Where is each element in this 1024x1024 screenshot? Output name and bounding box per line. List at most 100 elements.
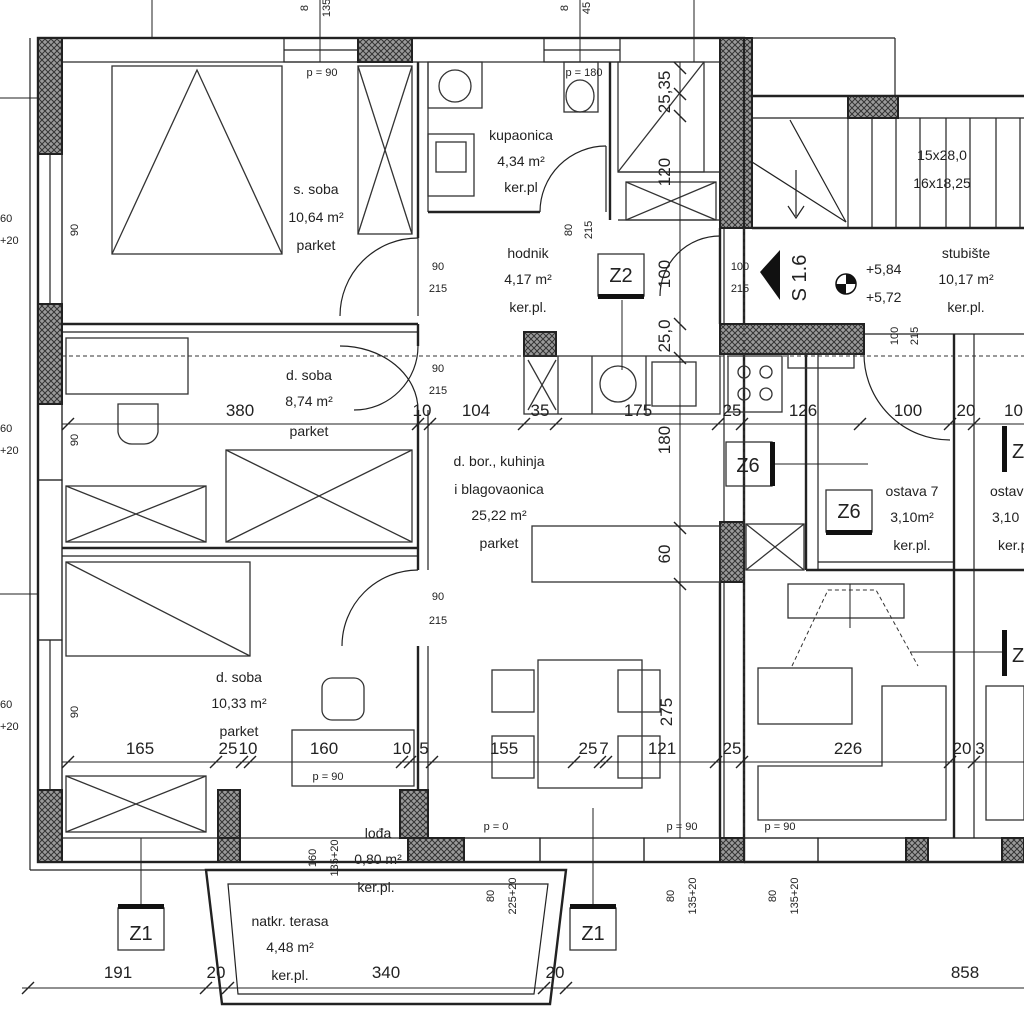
stair-annotations: 15x28,0 16x18,25 S 1.6 +5,84 +5,72 [789, 147, 971, 305]
zone-tags: Z2 Z6 Z6 Z Z Z1 Z1 [117, 253, 1024, 951]
dimension-row-bottom: 191 20 340 20 858 [104, 963, 979, 982]
room-hall-area: 4,17 m² [504, 271, 552, 287]
open-215-b: 215 [429, 385, 447, 397]
opening-annotations: 90 215 90 215 90 215 100 215 80 215 100 … [0, 0, 921, 915]
left-90-b: 90 [69, 434, 81, 446]
left-20-c: +20 [0, 721, 19, 733]
dim-7: 7 [599, 739, 608, 758]
room-storage2-floor: ker.pl [998, 537, 1024, 553]
room-kid2-name: d. soba [216, 669, 262, 685]
parapet-90-a: p = 90 [307, 67, 338, 79]
open-22520: 225+20 [507, 877, 519, 914]
dimension-ticks [21, 61, 981, 995]
dimension-row-2: 165 25 10 160 10 5 155 25 7 121 25 226 2… [126, 739, 985, 758]
stair-spec-1: 15x28,0 [917, 147, 967, 163]
room-loggia-floor: ker.pl. [357, 879, 394, 895]
open-90-b: 90 [432, 363, 444, 375]
top-135: 135 [321, 0, 333, 17]
room-terrace-area: 4,48 m² [266, 939, 314, 955]
dim-10b: 10 [1004, 401, 1023, 420]
dim-25c: 25 [579, 739, 598, 758]
room-master-floor: parket [297, 237, 336, 253]
dim-35: 35 [531, 401, 550, 420]
room-loggia-name: lođa [365, 825, 392, 841]
room-living-name1: d. bor., kuhinja [453, 453, 544, 469]
parapet-0: p = 0 [484, 821, 509, 833]
open-215-d: 215 [731, 283, 749, 295]
room-stair-area: 10,17 m² [938, 271, 994, 287]
dim-v100: 100 [655, 260, 674, 288]
open-90-a: 90 [432, 261, 444, 273]
room-living-name2: i blagovaonica [454, 481, 544, 497]
dim-25b: 25 [219, 739, 238, 758]
room-hall-floor: ker.pl. [509, 299, 546, 315]
room-master-area: 10,64 m² [288, 209, 344, 225]
open-100-a: 100 [731, 261, 749, 273]
top-45: 45 [581, 2, 593, 14]
room-loggia-area: 0,80 m² [354, 851, 402, 867]
room-terrace-name: natkr. terasa [251, 913, 328, 929]
dimension-vertical: 180 60 275 100 25,0 120 25,35 [655, 71, 676, 726]
room-stair-name: stubište [942, 245, 990, 261]
dashed-lines [62, 228, 1024, 838]
open-215-a: 215 [429, 283, 447, 295]
tag-z-partial-1: Z [1012, 441, 1024, 463]
terrace-outline [204, 789, 568, 1006]
room-labels: s. soba 10,64 m² parket kupaonica 4,34 m… [211, 127, 1024, 983]
open-80-d: 80 [767, 890, 779, 902]
stairs [751, 118, 1021, 300]
left-90-c: 90 [69, 706, 81, 718]
dim-165: 165 [126, 739, 154, 758]
dim-20b: 20 [953, 739, 972, 758]
tag-z1-a: Z1 [129, 923, 152, 945]
tag-z2: Z2 [609, 265, 632, 287]
top-8-a: 8 [299, 5, 311, 11]
dim-25: 25 [723, 401, 742, 420]
open-215-c: 215 [429, 615, 447, 627]
open-90-c: 90 [432, 591, 444, 603]
dim-121: 121 [648, 739, 676, 758]
tag-z1-b: Z1 [581, 923, 604, 945]
parapet-90-d: p = 90 [765, 821, 796, 833]
dim-380: 380 [226, 401, 254, 420]
dim-v2535: 25,35 [655, 71, 674, 114]
dim-160: 160 [310, 739, 338, 758]
parapet-90-c: p = 90 [667, 821, 698, 833]
dim-858: 858 [951, 963, 979, 982]
room-bath-area: 4,34 m² [497, 153, 545, 169]
dim-25d: 25 [723, 739, 742, 758]
room-bath-floor: ker.pl [504, 179, 537, 195]
tag-z6-a: Z6 [736, 455, 759, 477]
open-215-e: 215 [583, 221, 595, 239]
top-8-b: 8 [559, 5, 571, 11]
interior-walls [62, 62, 1024, 838]
room-storage1-floor: ker.pl. [893, 537, 930, 553]
open-80-a: 80 [563, 224, 575, 236]
level-upper: +5,84 [866, 261, 902, 277]
left-20-a: +20 [0, 235, 19, 247]
left-60-c: 60 [0, 699, 12, 711]
level-lower: +5,72 [866, 289, 902, 305]
section-mark: S 1.6 [789, 255, 811, 302]
dim-20c: 20 [207, 963, 226, 982]
room-kid1-area: 8,74 m² [285, 393, 333, 409]
furniture [65, 61, 1024, 833]
dim-3: 3 [975, 739, 984, 758]
dim-v120: 120 [655, 158, 674, 186]
open-13520-a: 135+20 [329, 839, 341, 876]
left-20-b: +20 [0, 445, 19, 457]
open-13520-c: 135+20 [789, 877, 801, 914]
dim-175: 175 [624, 401, 652, 420]
dimension-lines [0, 0, 1024, 989]
room-storage2-name: ostava [990, 483, 1024, 499]
open-215-f: 215 [909, 327, 921, 345]
room-stair-floor: ker.pl. [947, 299, 984, 315]
room-living-floor: parket [480, 535, 519, 551]
dim-20: 20 [957, 401, 976, 420]
room-master-name: s. soba [293, 181, 338, 197]
room-storage1-area: 3,10m² [890, 509, 934, 525]
parapet-90-b: p = 90 [313, 771, 344, 783]
room-storage2-area: 3,10 [992, 509, 1019, 525]
dim-104: 104 [462, 401, 490, 420]
